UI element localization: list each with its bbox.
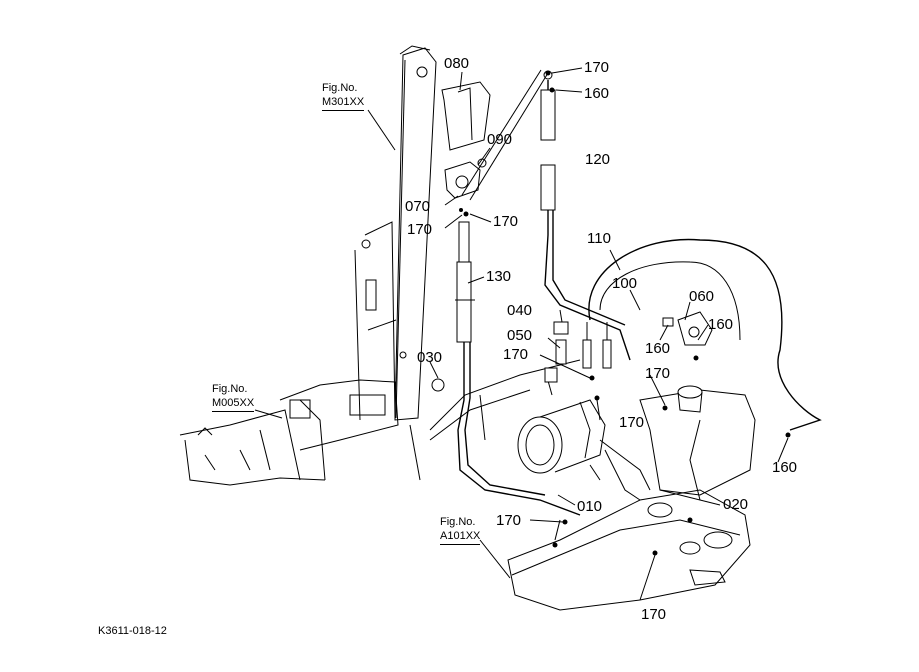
callout-170[interactable]: 170	[493, 213, 519, 230]
callout-160[interactable]: 160	[645, 340, 671, 357]
callout-100[interactable]: 100	[612, 275, 638, 292]
callout-110[interactable]: 110	[587, 230, 611, 247]
fig-ref-code: M301XX	[322, 96, 365, 111]
frame-structure	[179, 359, 581, 486]
fig-ref-label: Fig.No.	[212, 383, 248, 395]
callout-160[interactable]: 160	[708, 316, 734, 333]
callout-170[interactable]: 170	[503, 346, 529, 363]
fig-ref-m005[interactable]: Fig.No. M005XX	[212, 383, 255, 412]
callout-120[interactable]: 120	[585, 151, 611, 168]
callout-050[interactable]: 050	[507, 327, 533, 344]
callout-160[interactable]: 160	[584, 85, 610, 102]
leader-lines	[254, 67, 789, 601]
fuel-tank	[507, 385, 756, 611]
callout-170[interactable]: 170	[496, 512, 522, 529]
callout-090[interactable]: 090	[487, 131, 513, 148]
fig-ref-m301[interactable]: Fig.No. M301XX	[322, 82, 365, 111]
callout-170[interactable]: 170	[584, 59, 610, 76]
fig-ref-label: Fig.No.	[440, 516, 476, 528]
hardware-marks	[459, 70, 791, 556]
fuel-filter-010	[517, 399, 651, 501]
drawing-id: K3611-018-12	[98, 625, 167, 637]
fig-ref-a101[interactable]: Fig.No. A101XX	[440, 516, 481, 545]
callout-170[interactable]: 170	[619, 414, 645, 431]
callout-040[interactable]: 040	[507, 302, 533, 319]
callout-170[interactable]: 170	[407, 221, 433, 238]
callout-080[interactable]: 080	[444, 55, 470, 72]
fig-ref-code: A101XX	[440, 530, 481, 545]
callout-020[interactable]: 020	[723, 496, 749, 513]
rops-pillar	[354, 45, 437, 421]
callout-070[interactable]: 070	[405, 198, 431, 215]
throttle-cable-120	[461, 69, 631, 361]
callout-160[interactable]: 160	[772, 459, 798, 476]
callout-130[interactable]: 130	[486, 268, 512, 285]
fuel-cap-060	[662, 311, 713, 346]
throttle-cable-130	[455, 221, 581, 516]
accelerator-bracket	[441, 81, 491, 199]
fig-ref-label: Fig.No.	[322, 82, 358, 94]
callout-170[interactable]: 170	[641, 606, 667, 623]
fig-ref-code: M005XX	[212, 397, 255, 412]
callout-060[interactable]: 060	[689, 288, 715, 305]
fuel-hose-110	[588, 238, 822, 431]
callout-170[interactable]: 170	[645, 365, 671, 382]
bolt-040-spacer-050	[431, 321, 612, 392]
callout-030[interactable]: 030	[417, 349, 443, 366]
callout-010[interactable]: 010	[577, 498, 603, 515]
